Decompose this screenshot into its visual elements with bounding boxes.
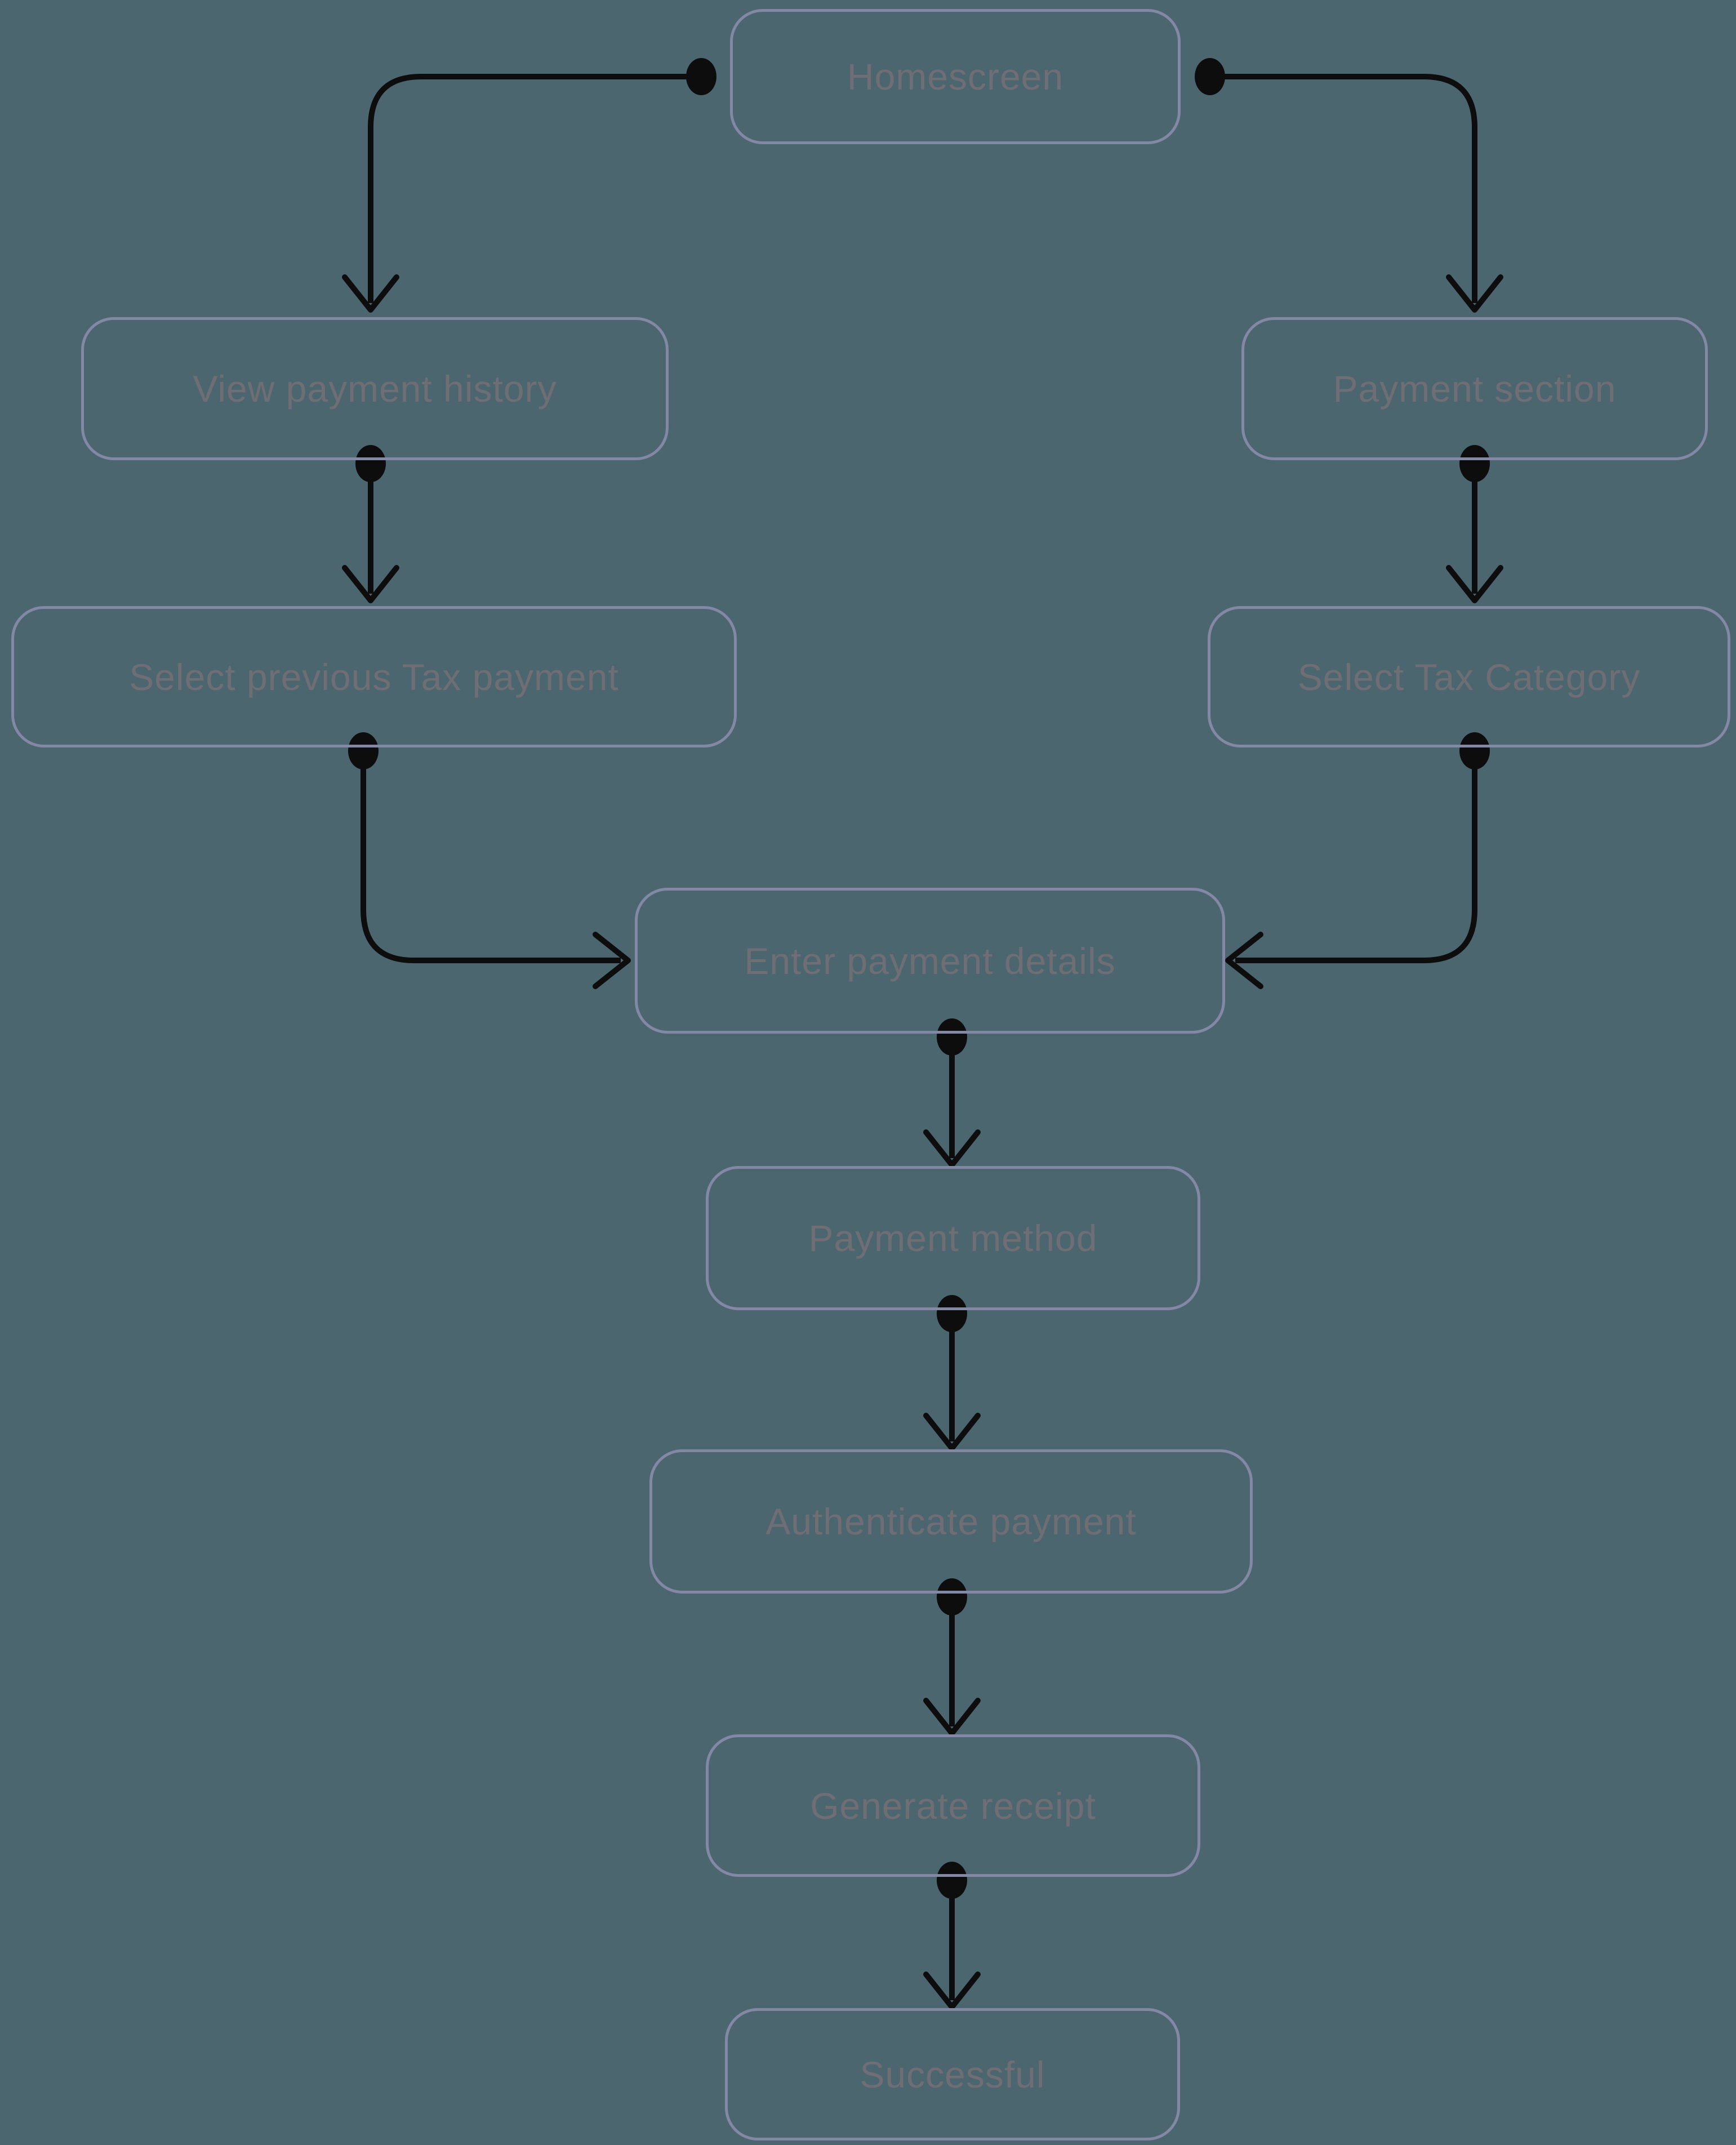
edge-enter-payment-details-to-payment-method (923, 1018, 981, 1168)
edge-homescreen-to-view-payment-history (342, 58, 716, 313)
edge-authenticate-payment-to-generate-receipt (923, 1578, 981, 1736)
node-select-previous-tax-payment-label: Select previous Tax payment (129, 656, 619, 698)
node-view-payment-history-label: View payment history (193, 368, 557, 410)
node-authenticate-payment[interactable]: Authenticate payment (649, 1449, 1253, 1594)
node-payment-method[interactable]: Payment method (706, 1166, 1200, 1310)
edge-homescreen-to-payment-section (1195, 58, 1503, 313)
node-select-previous-tax-payment[interactable]: Select previous Tax payment (11, 606, 737, 747)
node-select-tax-category[interactable]: Select Tax Category (1208, 606, 1730, 747)
node-payment-section[interactable]: Payment section (1241, 317, 1708, 460)
node-enter-payment-details-label: Enter payment details (744, 940, 1116, 982)
node-payment-method-label: Payment method (808, 1217, 1098, 1259)
node-payment-section-label: Payment section (1333, 368, 1617, 410)
edge-payment-section-to-select-tax-category (1446, 445, 1503, 603)
node-generate-receipt-label: Generate receipt (810, 1784, 1096, 1827)
node-authenticate-payment-label: Authenticate payment (765, 1501, 1137, 1542)
node-generate-receipt[interactable]: Generate receipt (706, 1734, 1200, 1877)
edge-select-previous-tax-payment-to-enter-payment-details (348, 732, 631, 989)
edge-payment-method-to-authenticate-payment (923, 1295, 981, 1451)
node-view-payment-history[interactable]: View payment history (81, 317, 669, 460)
node-successful[interactable]: Successful (725, 2008, 1180, 2140)
edge-generate-receipt-to-successful (923, 1862, 981, 2010)
node-homescreen[interactable]: Homescreen (730, 9, 1181, 144)
node-homescreen-label: Homescreen (847, 56, 1064, 97)
edge-select-tax-category-to-enter-payment-details (1225, 732, 1490, 989)
node-enter-payment-details[interactable]: Enter payment details (635, 888, 1225, 1034)
edge-view-payment-history-to-select-previous-tax-payment (342, 445, 399, 603)
node-successful-label: Successful (860, 2053, 1045, 2095)
node-select-tax-category-label: Select Tax Category (1297, 656, 1641, 698)
